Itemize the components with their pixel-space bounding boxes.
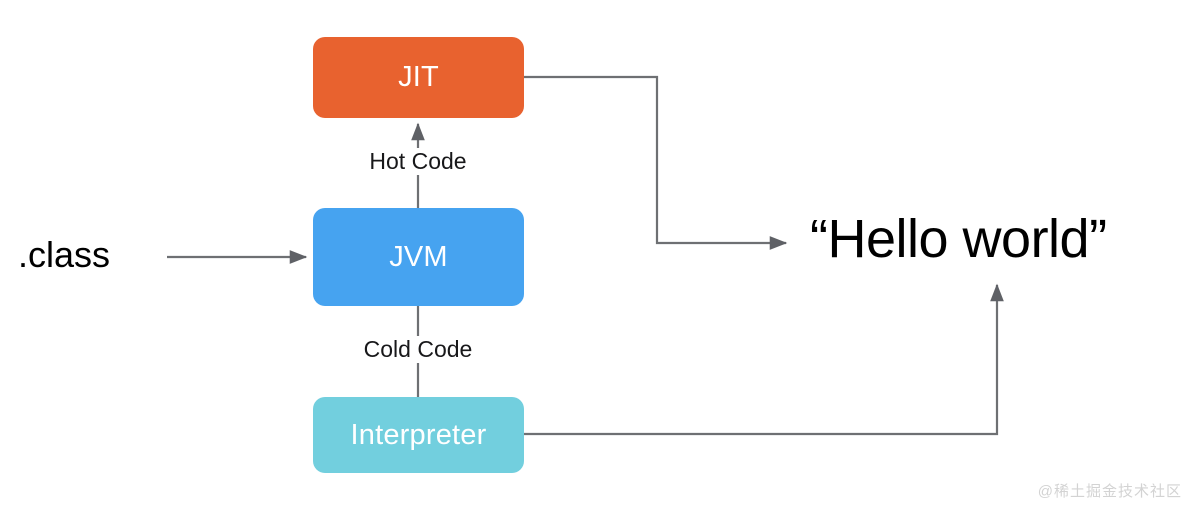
edge-label-hot-code: Hot Code bbox=[330, 148, 506, 175]
node-interpreter[interactable]: Interpreter bbox=[313, 397, 524, 473]
edge-label-cold-code: Cold Code bbox=[330, 336, 506, 363]
input-class-label: .class bbox=[18, 234, 111, 275]
node-jit[interactable]: JIT bbox=[313, 37, 524, 118]
watermark: @稀土掘金技术社区 bbox=[1037, 483, 1182, 500]
output-hello-world-label: “Hello world” bbox=[810, 209, 1107, 269]
edge-interpreter-to-output bbox=[524, 283, 1004, 436]
node-jvm[interactable]: JVM bbox=[313, 208, 524, 306]
edge-jit-to-output bbox=[524, 75, 788, 250]
